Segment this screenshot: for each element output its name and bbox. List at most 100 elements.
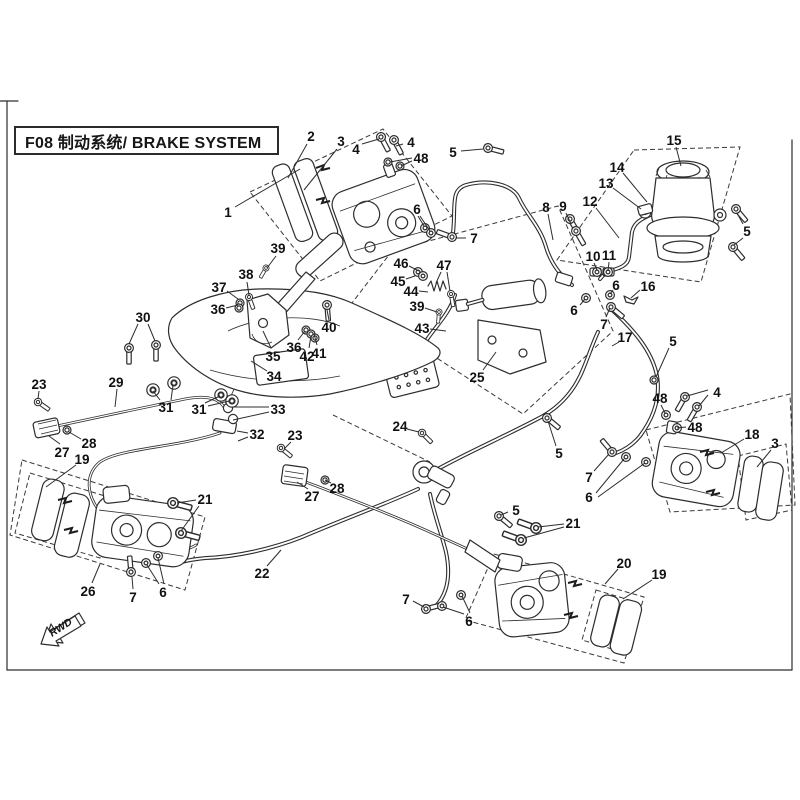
washer-48 — [660, 410, 672, 420]
callout-44: 44 — [403, 284, 419, 299]
bolt-23 — [275, 442, 295, 461]
grommet-31 — [146, 383, 160, 397]
front-caliper — [331, 162, 436, 265]
leader-line-48 — [400, 160, 413, 167]
callout-28: 28 — [81, 436, 97, 451]
callout-28: 28 — [329, 481, 345, 496]
callout-18: 18 — [744, 427, 760, 442]
leader-line-48 — [676, 426, 687, 429]
leader-line-23 — [283, 441, 292, 450]
bolt-4 — [672, 390, 692, 414]
bolt-21 — [515, 515, 544, 536]
bolt-30 — [123, 343, 134, 365]
leader-line-3 — [756, 449, 772, 468]
leader-line-39 — [424, 307, 438, 313]
callout-7: 7 — [600, 317, 608, 332]
pad-mark — [315, 196, 331, 205]
callout-6: 6 — [465, 614, 473, 629]
callout-16: 16 — [640, 279, 656, 294]
group-box-front-caliper — [249, 128, 453, 282]
callout-3: 3 — [771, 436, 779, 451]
bolt-5 — [540, 411, 563, 433]
junction-valve — [412, 460, 455, 506]
leader-line-39 — [266, 255, 277, 269]
leader-line-21 — [180, 505, 200, 532]
callout-27: 27 — [304, 489, 319, 504]
callout-6: 6 — [159, 585, 167, 600]
callout-14: 14 — [609, 160, 625, 175]
leader-line-5 — [655, 347, 670, 378]
parking-lever-assembly — [167, 232, 441, 435]
callout-47: 47 — [436, 258, 451, 273]
master-cylinder — [454, 278, 547, 312]
parking-lever — [246, 232, 344, 349]
leader-line-30 — [147, 323, 156, 342]
callout-13: 13 — [598, 176, 614, 191]
leader-line-21 — [176, 499, 197, 504]
callout-32: 32 — [249, 427, 264, 442]
bolt-5 — [726, 240, 748, 263]
pedal-bracket — [477, 319, 547, 375]
callout-5: 5 — [743, 224, 751, 239]
washer-45 — [418, 271, 428, 281]
leader-line-47 — [446, 271, 451, 292]
leader-line-6 — [579, 298, 586, 306]
leader-line-42 — [308, 335, 312, 349]
cable-connector-left — [32, 417, 61, 439]
bolt-24 — [416, 427, 435, 446]
banjo-bolt-9 — [569, 224, 589, 248]
rear-right-caliper — [494, 552, 570, 638]
leader-line-29 — [114, 388, 118, 408]
callout-6: 6 — [570, 303, 578, 318]
right-brake-hose — [608, 306, 660, 455]
callout-39: 39 — [409, 299, 424, 314]
rear-right-caliper-assembly — [464, 539, 643, 656]
front-brake-hose — [451, 180, 574, 287]
callout-5: 5 — [449, 145, 457, 160]
leader-line-45 — [405, 275, 416, 280]
leader-line-44 — [418, 290, 429, 293]
inlet-fitting — [554, 271, 574, 287]
leader-line-8 — [547, 213, 554, 241]
callout-31: 31 — [158, 400, 174, 415]
callout-4: 4 — [407, 135, 415, 150]
group-box-rear-left-caliper — [9, 459, 206, 591]
leader-line-36 — [225, 304, 239, 309]
front-caliper-assembly — [271, 158, 436, 265]
leader-line-3 — [303, 148, 338, 191]
callout-48: 48 — [652, 391, 668, 406]
callout-27: 27 — [54, 445, 69, 460]
rear-left-caliper — [91, 484, 194, 568]
leader-line-30 — [128, 323, 139, 345]
page-frame — [0, 100, 793, 671]
leader-line-27 — [48, 435, 61, 445]
group-box-rear-right-pads — [581, 589, 637, 653]
leader-line-28 — [68, 431, 82, 440]
bolt-30 — [151, 340, 161, 362]
leader-line-19 — [45, 464, 77, 488]
parking-cable-front — [55, 395, 226, 428]
callout-23: 23 — [287, 428, 303, 443]
leader-line-14 — [622, 172, 648, 203]
callout-12: 12 — [582, 194, 597, 209]
grommet-31 — [167, 376, 181, 390]
leader-line-7 — [412, 600, 425, 608]
callout-11: 11 — [602, 248, 617, 263]
equalizer — [212, 402, 239, 435]
leader-line-6 — [461, 595, 471, 614]
bolt-23 — [32, 396, 52, 414]
bolt-5 — [729, 202, 751, 225]
grommet-31 — [214, 388, 228, 402]
callout-34: 34 — [266, 369, 282, 384]
leader-line-32 — [236, 430, 249, 434]
title-box: F08 制动系统/ BRAKE SYSTEM — [14, 126, 279, 155]
reservoir — [637, 160, 727, 263]
callout-33: 33 — [270, 402, 286, 417]
callout-7: 7 — [470, 231, 478, 246]
callout-31: 31 — [191, 402, 207, 417]
leader-line-6 — [442, 606, 465, 615]
leader-line-48 — [389, 157, 413, 163]
leader-line-7 — [605, 307, 611, 318]
washer-6 — [141, 557, 151, 569]
